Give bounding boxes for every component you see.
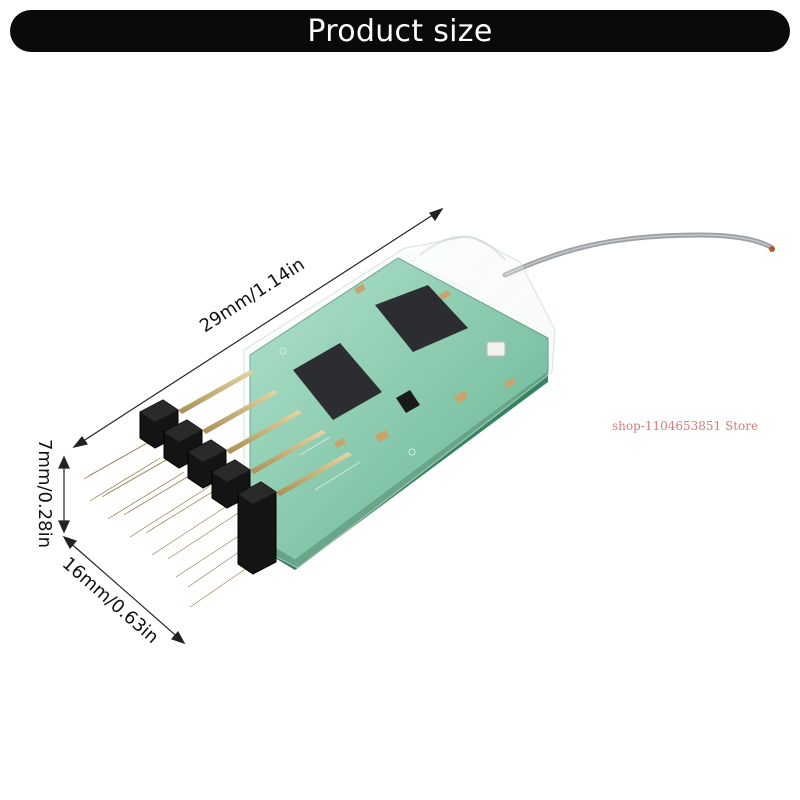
crystal: [486, 341, 506, 357]
silkscreen: [279, 254, 471, 491]
height-dimension-label: 7mm/0.28in: [34, 438, 56, 549]
height-arrow-top: [58, 455, 70, 469]
store-watermark: shop-1104653851 Store: [612, 419, 759, 433]
dimension-lines: [58, 207, 444, 645]
banner-title: Product size: [307, 13, 493, 49]
length-arrow-top: [429, 207, 444, 222]
length-dimension-line: [73, 208, 443, 448]
length-arrow-bottom: [72, 436, 89, 448]
pin-header: [83, 370, 352, 608]
antenna-tip: [769, 246, 775, 252]
height-arrow-bottom: [58, 520, 70, 534]
width-arrow-bottom: [170, 630, 186, 645]
smd-components: [334, 283, 516, 449]
pins-over-shell: [178, 370, 352, 496]
pcb-board: [243, 235, 556, 570]
width-arrow-top: [62, 535, 78, 550]
title-banner: Product size: [10, 10, 790, 52]
transistor: [396, 390, 420, 413]
header-housing-tops: [140, 400, 276, 504]
mcu-chip: [375, 285, 468, 352]
rf-chip: [293, 343, 382, 420]
width-dimension-line: [66, 539, 182, 641]
